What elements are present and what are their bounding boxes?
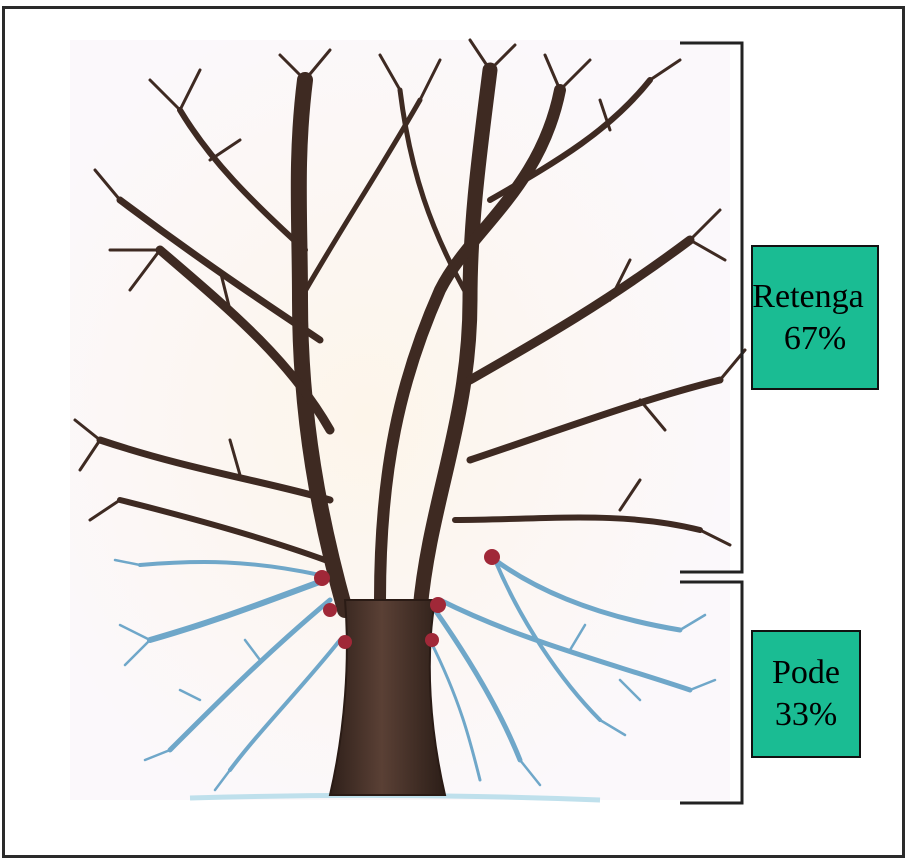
retain-label-percent: 67% bbox=[784, 318, 846, 360]
tree-trunk bbox=[330, 600, 445, 795]
prune-label: Pode 33% bbox=[751, 630, 861, 758]
prune-label-word: Pode bbox=[772, 652, 840, 694]
retain-label: Retenga 67% bbox=[751, 245, 879, 390]
retain-label-word: Retenga bbox=[752, 276, 863, 318]
prune-label-percent: 33% bbox=[775, 694, 837, 736]
